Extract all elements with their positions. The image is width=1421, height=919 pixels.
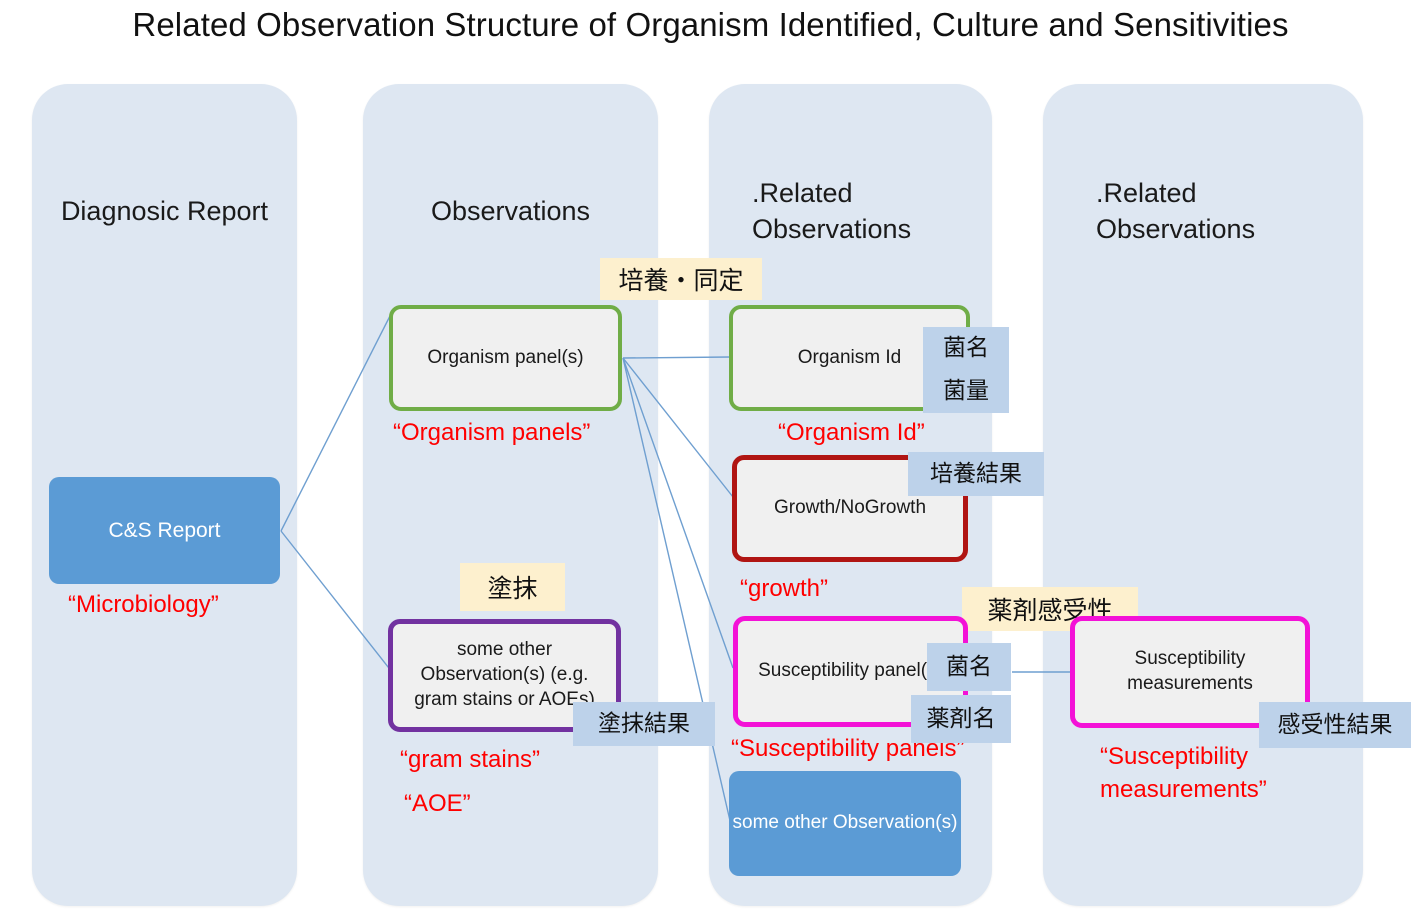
red-label-organism-panels: “Organism panels” <box>393 419 591 446</box>
red-label-organism-id: “Organism Id” <box>778 419 925 446</box>
jp-badge-susceptibility-result-line1: 感受性結果 <box>1277 711 1393 738</box>
column-observations <box>363 84 658 906</box>
red-label-susceptibility-measurements-line1: “Susceptibility <box>1100 743 1249 770</box>
jp-badge-organism-id-line2: 菌量 <box>943 378 989 404</box>
jp-badge-susceptibility-organism-name-line1: 菌名 <box>946 653 992 680</box>
jp-label-culture-identification: 培養・同定 <box>600 258 762 300</box>
red-label-aoe: “AOE” <box>404 790 471 817</box>
jp-badge-growth-result: 培養結果 <box>908 452 1044 496</box>
jp-badge-susceptibility-organism-name: 菌名 <box>927 643 1011 691</box>
node-organism-panels[interactable]: Organism panel(s) <box>389 305 622 411</box>
page-title: Related Observation Structure of Organis… <box>132 6 1289 43</box>
red-label-susceptibility-measurements-line2: measurements” <box>1100 776 1267 803</box>
node-cs-report[interactable]: C&S Report <box>49 477 280 584</box>
column-related-observations-2 <box>1043 84 1363 906</box>
node-other-observations-left[interactable]: some other Observation(s) (e.g. gram sta… <box>388 619 621 732</box>
jp-badge-susceptibility-drug-name-line1: 薬剤名 <box>926 705 996 732</box>
jp-badge-organism-id-line1: 菌名 <box>943 335 989 362</box>
jp-badge-smear-result-line1: 塗抹結果 <box>598 710 690 737</box>
red-label-growth: “growth” <box>740 575 829 602</box>
column-title-observations: Observations <box>430 196 591 226</box>
column-title-diagnostic-report: Diagnosic Report <box>60 196 269 226</box>
node-other-observations-left-label: some other Observation(s) (e.g. gram sta… <box>414 639 595 710</box>
jp-label-smear: 塗抹 <box>460 563 565 611</box>
jp-badge-growth-result-line1: 培養結果 <box>930 460 1022 487</box>
red-label-gram-stains: “gram stains” <box>400 746 541 773</box>
jp-badge-susceptibility-result: 感受性結果 <box>1259 702 1411 748</box>
jp-badge-organism-id: 菌名 菌量 <box>923 327 1009 413</box>
node-other-observations-right[interactable]: some other Observation(s) <box>729 771 961 876</box>
red-label-microbiology: “Microbiology” <box>68 591 219 618</box>
jp-badge-susceptibility-drug-name: 薬剤名 <box>911 695 1011 743</box>
jp-badge-smear-result: 塗抹結果 <box>573 702 715 746</box>
